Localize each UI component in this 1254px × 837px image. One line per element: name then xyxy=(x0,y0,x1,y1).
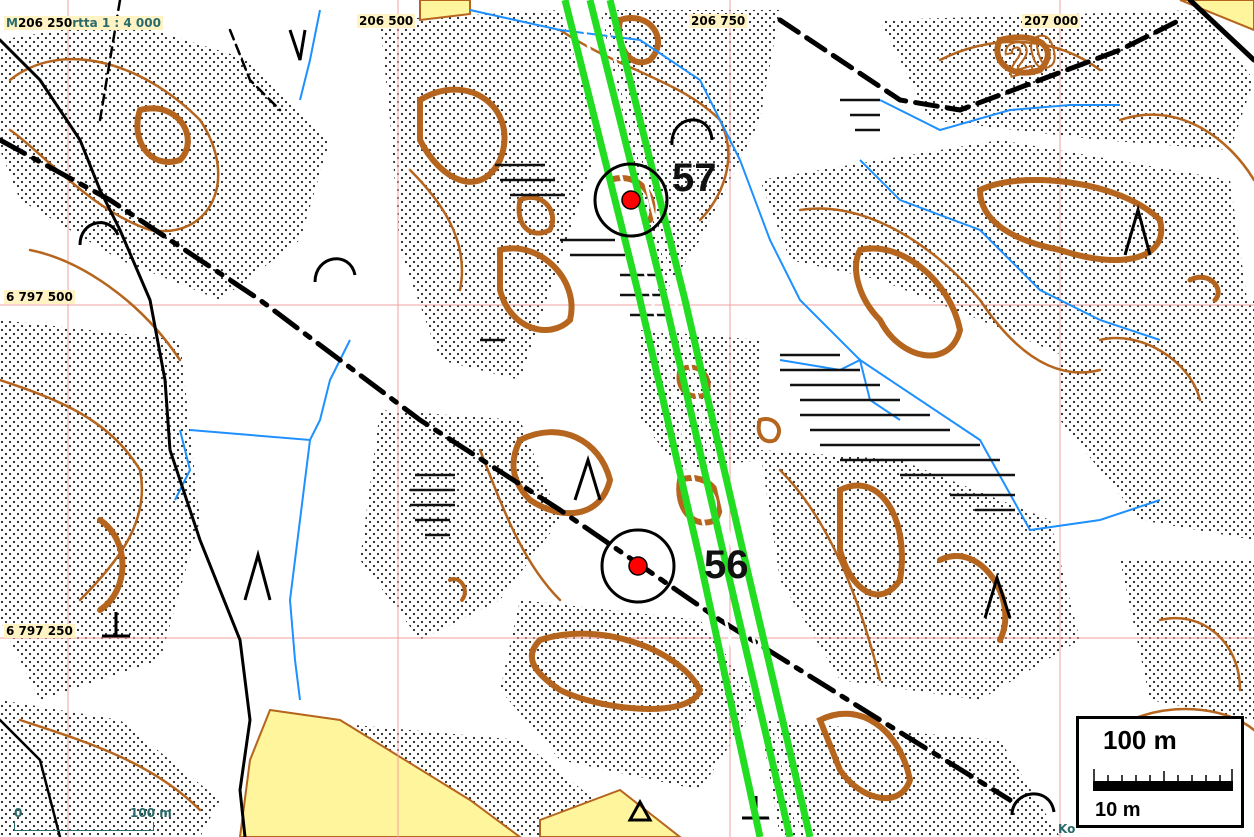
corner-text: Ko xyxy=(1058,822,1076,836)
course-line-inner xyxy=(575,0,802,837)
scale-small-label: 10 m xyxy=(1095,799,1141,821)
scale-tick-bar xyxy=(1093,769,1233,791)
terrain-symbols xyxy=(78,29,1152,822)
easting-207000: 207 000 xyxy=(1022,14,1081,28)
course-line xyxy=(561,0,814,837)
map-scale-prefix: M206 250rtta 1 : 4 000 xyxy=(4,16,163,30)
open-land xyxy=(238,0,1254,837)
control-57-number: 57 xyxy=(672,156,717,200)
control-56-circle xyxy=(600,528,676,604)
control-57-circle xyxy=(593,162,669,238)
control-57[interactable] xyxy=(593,162,669,238)
control-56-number: 56 xyxy=(704,543,749,587)
map-scale-title: rtta 1 : 4 000 xyxy=(72,16,161,30)
easting-206500: 206 500 xyxy=(357,14,416,28)
control-57-center-dot[interactable] xyxy=(621,190,641,210)
bottom-scale-bar xyxy=(14,822,154,831)
scale-legend-box: 100 m 10 m xyxy=(1076,716,1244,828)
northing-6797500: 6 797 500 xyxy=(4,290,75,304)
scale-large-label: 100 m xyxy=(1103,725,1177,755)
northing-6797250: 6 797 250 xyxy=(4,624,75,638)
contour-lines xyxy=(0,15,1254,812)
control-56[interactable] xyxy=(600,528,676,604)
easting-206750: 206 750 xyxy=(689,14,748,28)
marsh-areas xyxy=(410,98,1015,537)
bottom-scale-hundred: 100 m xyxy=(130,806,172,820)
streams xyxy=(174,9,1161,701)
easting-206250: 206 250 xyxy=(17,16,73,30)
control-56-center-dot[interactable] xyxy=(628,556,648,576)
bottom-scale-zero: 0 xyxy=(14,806,23,820)
